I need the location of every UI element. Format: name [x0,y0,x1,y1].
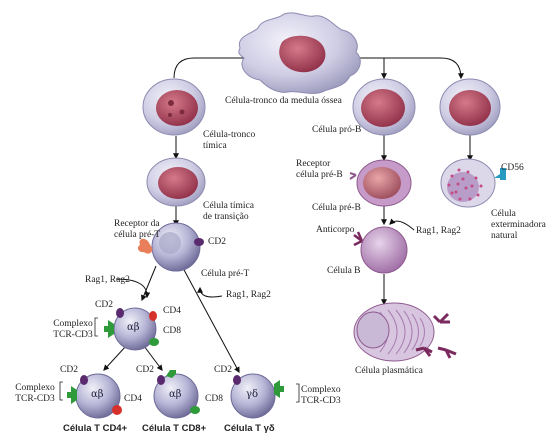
plasma-cell [353,302,457,362]
gd-complex-label-line1: Complexo [301,385,341,395]
pre-b-receptor-icon [349,172,357,180]
bone-marrow-stem-cell-label: Célula-tronco da medula óssea [225,96,342,106]
cd8-cd8-label: CD8 [205,394,223,404]
pre-b-receptor-label-line2: célula pré-B [296,170,343,180]
cd4-t-cell-label: Célula T CD4+ [63,423,128,434]
gamma-delta-t-cell [230,373,284,419]
transitional-cell-label-line2: de transição [203,212,249,222]
dp-complex-label-line2: TCR-CD3 [53,330,93,340]
nk-cell-label-line2: exterminadora [491,220,546,230]
pre-t-cell-label: Célula pré-T [201,269,250,279]
thymic-stem-cell [142,78,206,136]
cd8-alpha-beta-label: αβ [169,389,182,400]
dp-cd2-label: CD2 [95,300,113,310]
pre-t-receptor-icon [137,238,153,254]
cd8-cd2-label: CD2 [136,365,154,375]
rag-right-label: Rag1, Rag2 [226,290,271,300]
cd8-t-cell [153,370,200,419]
complex-brackets [59,317,300,403]
pre-b-cell [349,159,412,207]
transitional-cell-label-line1: Célula tímica [203,201,254,211]
dp-alpha-beta-label: αβ [127,322,140,333]
pre-t-cell [137,222,204,272]
pre-t-cd2-label: CD2 [208,237,226,247]
pre-t-receptor-label-line1: Receptor da [114,219,160,229]
b-cell [353,226,408,274]
thymic-stem-cell-label-line2: tímica [203,141,227,151]
nk-cell [440,158,506,208]
dp-cd8-label: CD8 [163,326,181,336]
b-cell-label: Célula B [327,266,361,276]
pre-t-receptor-label-line2: célula pré-T [114,230,161,240]
cd4-cd2-label: CD2 [60,365,78,375]
gd-t-cell-label: Célula T γδ [224,423,275,434]
cd4-cd4-label: CD4 [124,394,142,404]
dp-complex-label-line1: Complexo [53,319,93,329]
transitional-thymic-cell [146,157,206,207]
secreted-antibody-icons [415,312,457,359]
cd4-alpha-beta-label: αβ [91,389,104,400]
nk-cell-label-line1: Célula [491,209,516,219]
nk-precursor-cell [439,78,501,136]
pro-b-cell [352,78,416,136]
rag-b-label: Rag1, Rag2 [416,226,461,236]
cd4-t-cell [67,373,122,419]
pre-b-cell-label: Célula pré-B [312,203,361,213]
antibody-label: Anticorpo [316,225,355,235]
dp-cd4-label: CD4 [163,306,181,316]
gd-cd2-label: CD2 [214,365,232,375]
nk-cell-label-line3: natural [491,231,518,241]
cd4-complex-label-line1: Complexo [15,383,55,393]
cd2-marker-icon [194,238,204,246]
cd56-marker-icon [494,168,506,180]
plasma-cell-label: Célula plasmática [355,366,423,376]
rag-left-label: Rag1, Rag2 [85,275,130,285]
pro-b-cell-label: Célula pró-B [312,125,362,135]
thymic-stem-cell-label-line1: Célula-tronco [203,130,256,140]
connector-lines [103,56,473,374]
antibody-icon [353,231,364,247]
cd8-t-cell-label: Célula T CD8+ [142,423,207,434]
cd56-label: CD56 [501,163,524,173]
cd4-complex-label-line2: TCR-CD3 [15,394,55,404]
double-positive-thymocyte [104,307,159,351]
gd-complex-label-line2: TCR-CD3 [301,396,341,406]
bone-marrow-stem-cell [238,12,361,94]
pre-b-receptor-label-line1: Receptor [296,159,331,169]
gd-gamma-delta-label: γδ [246,389,258,400]
